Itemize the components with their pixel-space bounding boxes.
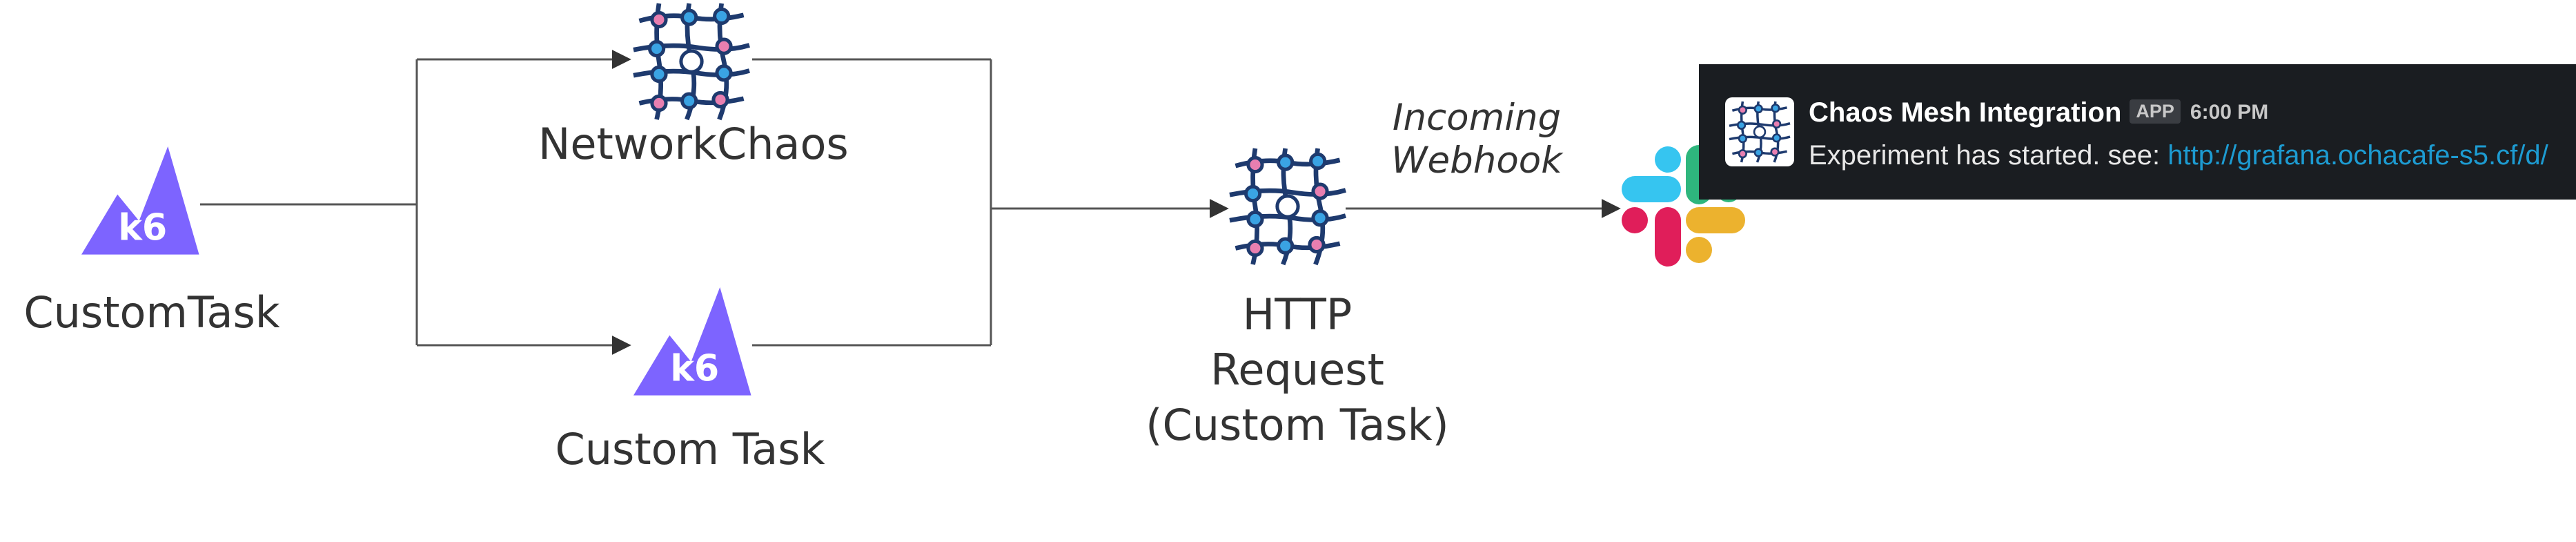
http-label-line1: HTTP — [1242, 289, 1353, 340]
connector-lines — [200, 50, 1621, 355]
webhook-label-line2: Webhook — [1391, 139, 1562, 182]
slack-message-text: Experiment has started. see: http://graf… — [1809, 140, 2548, 171]
slack-sender-row: Chaos Mesh Integration APP 6:00 PM — [1809, 97, 2268, 128]
networkchaos-label: NetworkChaos — [538, 119, 849, 169]
message-body: Experiment has started. see: — [1809, 140, 2168, 171]
message-timestamp[interactable]: 6:00 PM — [2190, 101, 2269, 124]
custom-task-label: Custom Task — [555, 424, 825, 474]
incoming-webhook-label: Incoming Webhook — [1373, 97, 1580, 182]
slack-message-card: Chaos Mesh Integration APP 6:00 PM Experim… — [1699, 64, 2576, 200]
k6-logo-icon — [81, 146, 199, 255]
http-request-label: HTTP Request (Custom Task) — [1118, 287, 1477, 453]
k6-logo-icon — [633, 287, 751, 396]
chaos-mesh-icon — [1728, 100, 1791, 164]
webhook-label-line1: Incoming — [1392, 97, 1562, 139]
chaos-mesh-icon — [633, 3, 749, 119]
slack-sender-name[interactable]: Chaos Mesh Integration — [1809, 97, 2122, 128]
chaos-mesh-icon — [1230, 148, 1346, 264]
k6-task-label: CustomTask — [23, 287, 280, 338]
chaos-mesh-avatar — [1725, 97, 1794, 166]
http-label-line2: Request — [1210, 345, 1384, 395]
app-badge: APP — [2130, 99, 2181, 124]
http-label-line3: (Custom Task) — [1146, 400, 1449, 450]
grafana-link[interactable]: http://grafana.ochacafe-s5.cf/d/ — [2167, 140, 2548, 171]
